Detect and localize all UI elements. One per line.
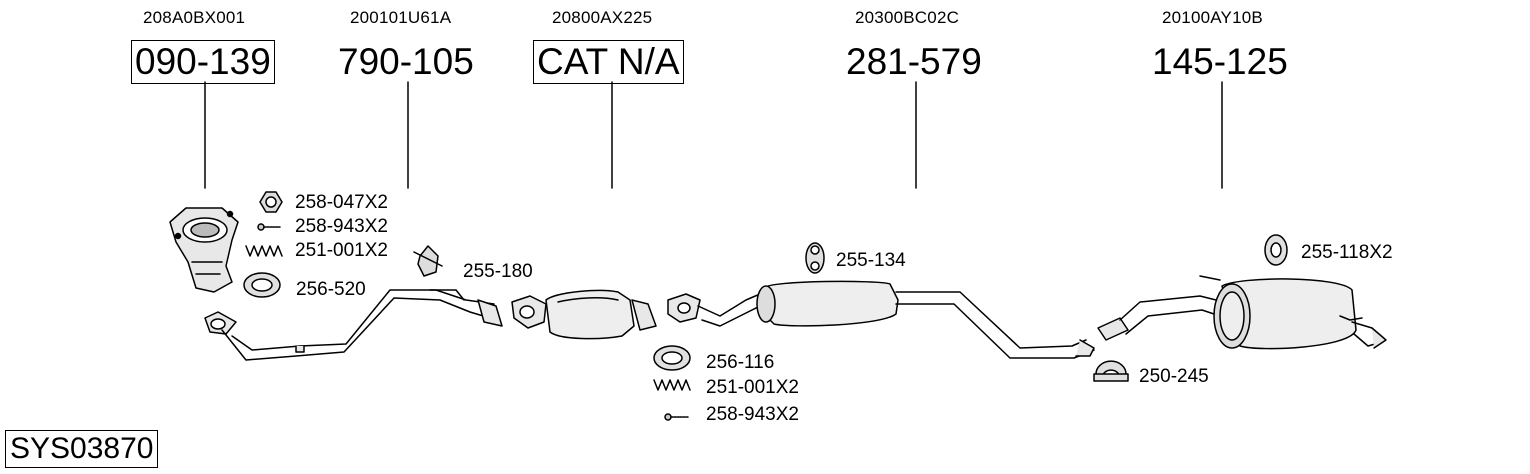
leader-lines	[204, 81, 1223, 189]
gasket-icon-b	[653, 345, 691, 371]
centre-silencer	[667, 280, 1095, 359]
oem-ref-1: 208A0BX001	[143, 8, 246, 27]
bolt-icon-a	[257, 223, 281, 231]
part-number-145-125: 145-125	[1152, 41, 1288, 82]
label-spring-b: 251-001X2	[706, 377, 799, 398]
label-clamp: 250-245	[1139, 366, 1209, 387]
label-spring-a: 251-001X2	[295, 240, 388, 261]
nut-icon	[259, 191, 283, 213]
label-gasket-b: 256-116	[706, 352, 775, 373]
hanger-icon-b	[1264, 234, 1288, 266]
label-bolt-b: 258-943X2	[706, 404, 799, 425]
oem-ref-3: 20800AX225	[552, 8, 653, 27]
catalytic-converter	[511, 289, 657, 340]
label-bracket: 255-180	[463, 261, 533, 282]
label-gasket-a: 256-520	[296, 279, 366, 300]
spring-icon-b	[653, 379, 691, 391]
oem-ref-2: 200101U61A	[350, 8, 452, 27]
clamp-icon	[1093, 360, 1129, 382]
part-number-090-139: 090-139	[131, 40, 275, 84]
spring-icon-a	[245, 245, 283, 257]
part-number-281-579: 281-579	[846, 41, 982, 82]
bracket-icon	[413, 245, 443, 277]
label-bolt-a: 258-943X2	[295, 216, 388, 237]
gasket-icon-a	[243, 272, 281, 298]
oem-ref-5: 20100AY10B	[1162, 8, 1263, 27]
front-pipe	[204, 289, 503, 361]
label-hanger-b: 255-118X2	[1301, 242, 1393, 263]
part-number-790-105: 790-105	[338, 41, 474, 82]
system-code: SYS03870	[5, 430, 159, 468]
rear-silencer	[1097, 275, 1387, 350]
bolt-icon-b	[664, 413, 689, 421]
label-nut: 258-047X2	[295, 192, 388, 213]
oem-ref-4: 20300BC02C	[855, 8, 960, 27]
catalyst-manifold	[169, 207, 239, 293]
part-number-cat: CAT N/A	[533, 40, 684, 84]
label-hanger-a: 255-134	[836, 250, 906, 271]
hanger-icon-a	[805, 242, 825, 274]
